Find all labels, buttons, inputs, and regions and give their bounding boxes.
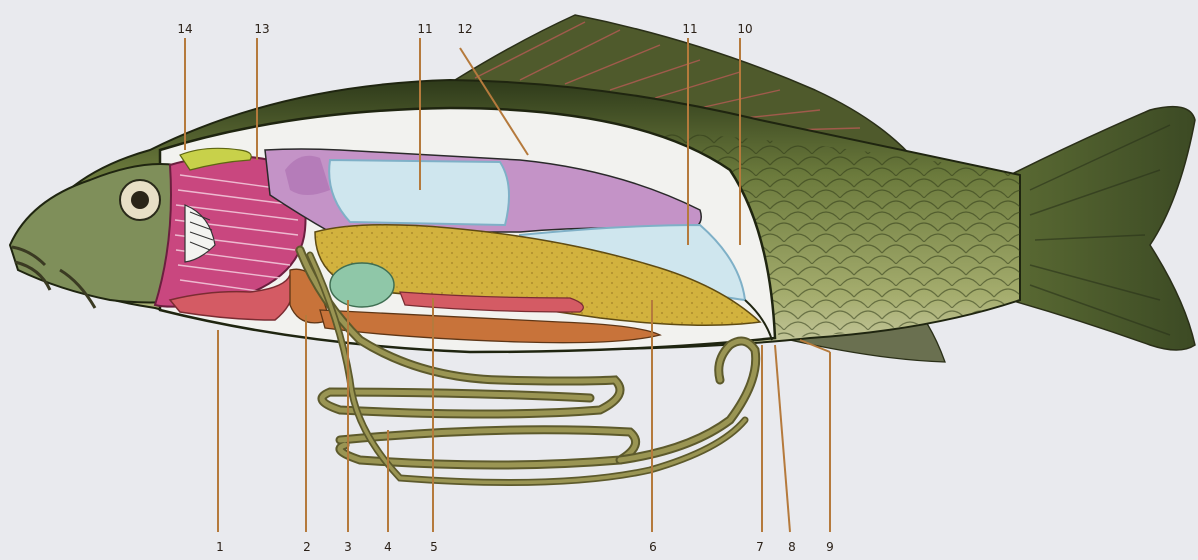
label-9: 9	[826, 540, 834, 554]
label-10: 10	[737, 22, 752, 36]
label-13: 13	[254, 22, 269, 36]
label-12: 12	[457, 22, 472, 36]
label-5: 5	[430, 540, 438, 554]
label-7: 7	[756, 540, 764, 554]
gall-bladder	[330, 263, 394, 307]
label-4: 4	[384, 540, 392, 554]
label-11-right: 11	[682, 22, 697, 36]
label-3: 3	[344, 540, 352, 554]
label-11-left: 11	[417, 22, 432, 36]
label-1: 1	[216, 540, 224, 554]
label-8: 8	[788, 540, 796, 554]
label-2: 2	[303, 540, 311, 554]
label-6: 6	[649, 540, 657, 554]
label-14: 14	[177, 22, 192, 36]
